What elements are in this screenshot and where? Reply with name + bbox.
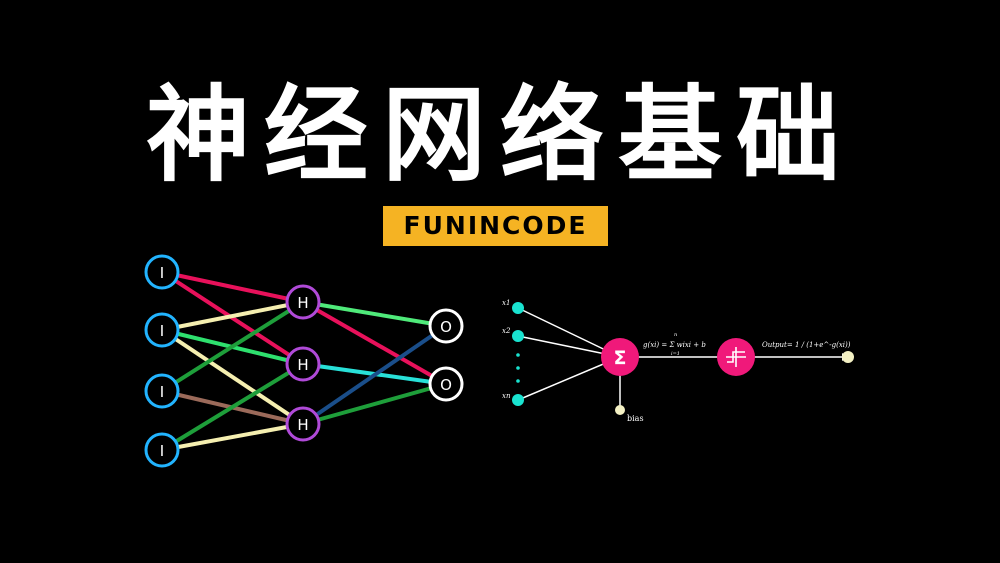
node-label: H — [297, 416, 308, 434]
edge — [160, 300, 305, 393]
edge — [161, 300, 304, 332]
activation-function-icon — [726, 347, 746, 367]
sum-lower-limit: i=1 — [671, 351, 680, 357]
node-label: I — [160, 264, 164, 282]
output-formula: Output= 1 / (1+e^-g(xi)) — [762, 341, 851, 349]
sum-node — [601, 338, 639, 376]
edge — [301, 324, 448, 426]
node-label: I — [160, 442, 164, 460]
sum-upper-limit: n — [674, 332, 677, 338]
edge — [302, 300, 447, 386]
input-layer: I I I I — [144, 254, 180, 468]
ellipsis-dot — [516, 353, 520, 357]
input-label-x2: x2 — [502, 327, 511, 335]
hidden-node: H — [285, 346, 321, 382]
node-label: I — [160, 322, 164, 340]
input-node: I — [144, 312, 180, 348]
bias-label: bias — [627, 414, 644, 423]
edge — [160, 362, 305, 452]
input-dot — [512, 394, 524, 406]
brand-badge: FUNINCODE — [383, 206, 608, 246]
page-title: 神经网络基础 — [145, 74, 854, 196]
edge — [160, 328, 305, 426]
node-label: I — [160, 383, 164, 401]
input-label-x1: x1 — [502, 299, 510, 307]
edge — [302, 382, 447, 426]
hidden-node: H — [285, 406, 321, 442]
bias-dot — [615, 405, 625, 415]
node-label: O — [440, 376, 452, 394]
node-label: H — [297, 356, 308, 374]
edge — [161, 270, 304, 304]
input-dot — [512, 330, 524, 342]
perceptron-diagram: x1 x2 xn bias Σ g(xi) = Σ wixi + b n i=1… — [502, 299, 854, 423]
node-label: O — [440, 318, 452, 336]
edge — [161, 422, 304, 452]
input-label-xn: xn — [502, 392, 511, 400]
node-label: H — [297, 294, 308, 312]
output-node: O — [428, 366, 464, 402]
network-edges — [160, 270, 448, 452]
input-node: I — [144, 432, 180, 468]
input-node: I — [144, 373, 180, 409]
ellipsis-dot — [516, 366, 520, 370]
output-layer: O O — [428, 308, 464, 402]
edge — [302, 300, 447, 328]
input-dot — [512, 302, 524, 314]
output-node: O — [428, 308, 464, 344]
ellipsis-dot — [516, 379, 520, 383]
input-node: I — [144, 254, 180, 290]
sum-formula: g(xi) = Σ wixi + b — [643, 341, 706, 349]
hidden-node: H — [285, 284, 321, 320]
sum-symbol: Σ — [614, 347, 627, 369]
hidden-layer: H H H — [285, 284, 321, 442]
output-dot — [842, 351, 854, 363]
